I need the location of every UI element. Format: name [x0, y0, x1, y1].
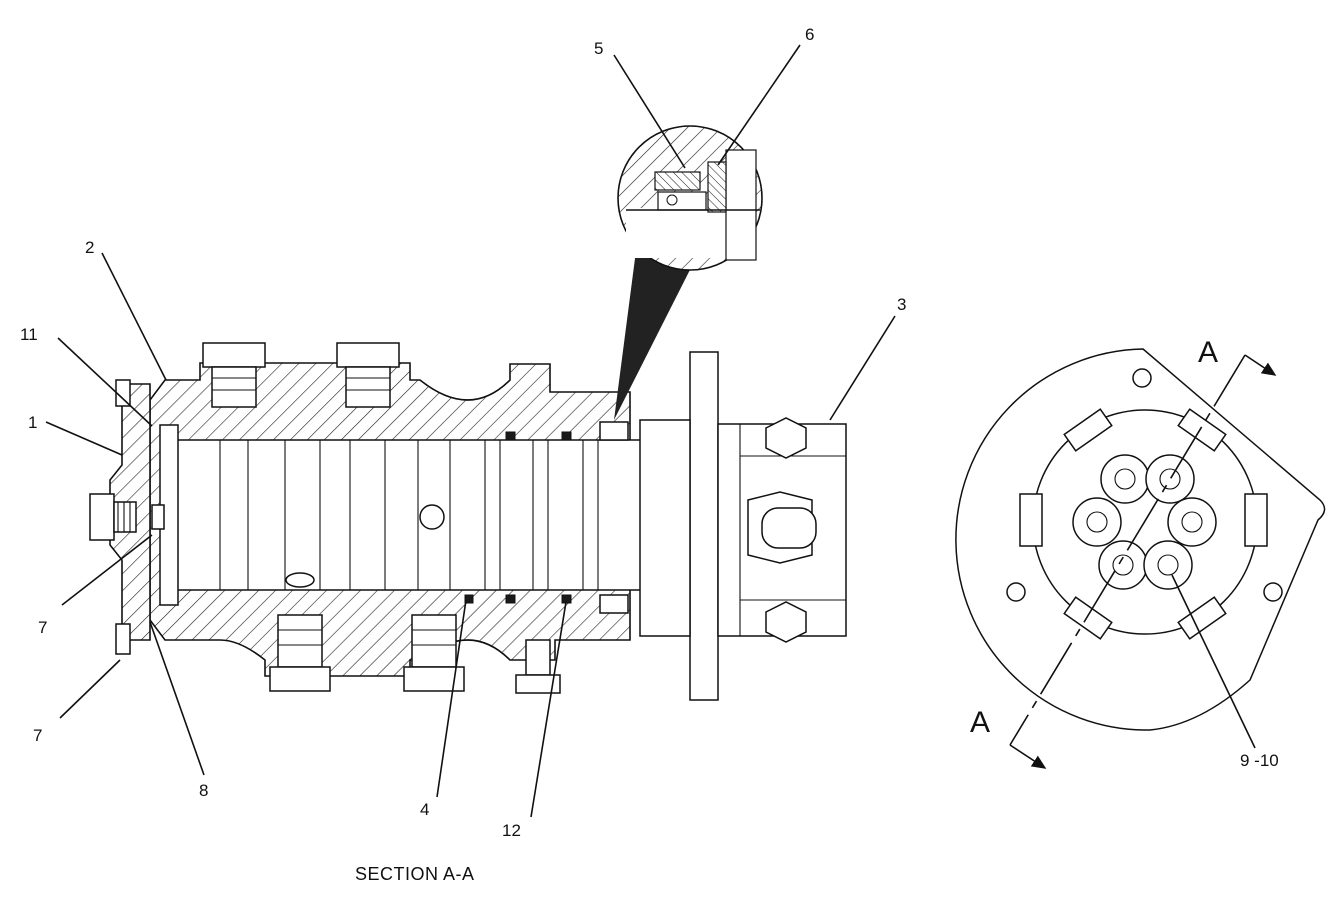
- mounting-flange: [689, 351, 719, 701]
- leader-lines: [45, 44, 1256, 818]
- bottom-fittings: [269, 614, 561, 694]
- callout-7a: 7: [38, 618, 47, 637]
- callout-6: 6: [805, 25, 814, 44]
- port-hole: [419, 504, 445, 530]
- spool-grooves: [219, 440, 599, 590]
- callout-12: 12: [502, 821, 521, 840]
- section-title: SECTION A-A: [355, 864, 475, 884]
- callout-labels: 1 2 3 4 5 6 7 7 8 9 -10 11 12 A A SECTIO…: [20, 25, 1279, 884]
- callout-2: 2: [85, 238, 94, 257]
- hub: [639, 419, 691, 637]
- callout-4: 4: [420, 800, 429, 819]
- callout-1: 1: [28, 413, 37, 432]
- detail-view: [614, 125, 763, 420]
- port-fittings: [1072, 454, 1217, 590]
- section-view: [89, 125, 847, 701]
- callout-11: 11: [20, 325, 38, 344]
- callout-7b: 7: [33, 726, 42, 745]
- callout-9-10: 9 -10: [1240, 751, 1279, 770]
- callout-8: 8: [199, 781, 208, 800]
- end-bolt: [89, 379, 165, 655]
- seals: [464, 421, 629, 614]
- top-fittings: [202, 342, 400, 408]
- manifold-fittings: [747, 417, 817, 643]
- callout-5: 5: [594, 39, 603, 58]
- section-mark-bottom: A: [970, 706, 990, 739]
- spool: [175, 439, 643, 591]
- port-slot: [285, 572, 315, 588]
- section-line: [1009, 354, 1246, 746]
- end-view: [955, 348, 1326, 769]
- callout-3: 3: [897, 295, 906, 314]
- end-view-bolts: [1019, 408, 1268, 640]
- section-mark-top: A: [1198, 336, 1218, 369]
